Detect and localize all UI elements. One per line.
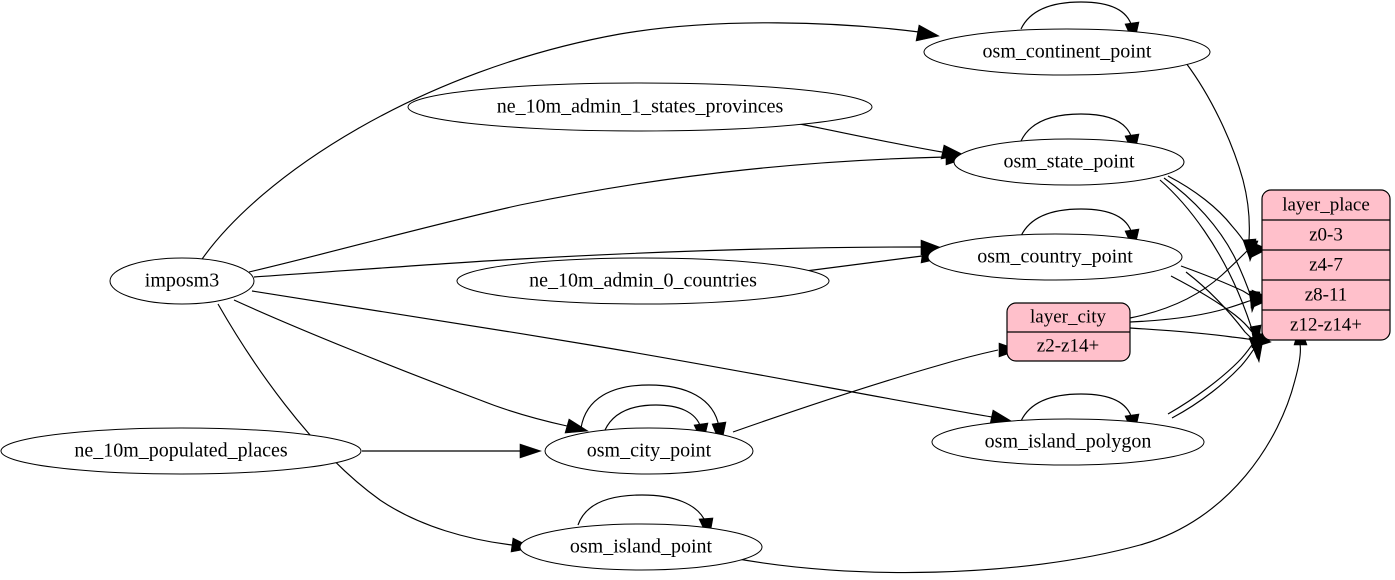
record-node-layer-place-row-z12-z14[interactable]: z12-z14+ xyxy=(1290,314,1362,335)
node-ne-10m-admin-1-states-provinces-label: ne_10m_admin_1_states_provinces xyxy=(497,96,784,118)
node-osm-state-point-shape[interactable] xyxy=(953,138,1185,186)
node-osm-country-point-shape[interactable] xyxy=(927,233,1183,281)
node-osm-state-point-label: osm_state_point xyxy=(1003,151,1135,173)
node-osm-country-point[interactable]: osm_country_point xyxy=(927,233,1183,281)
edge-ne-populated-to-osm-city-point xyxy=(362,443,542,459)
record-node-layer-place-title: layer_place xyxy=(1282,194,1370,215)
node-osm-state-point[interactable]: osm_state_point xyxy=(953,138,1185,186)
node-imposm3-label: imposm3 xyxy=(145,270,219,292)
record-node-layer-place-row-z0-3[interactable]: z0-3 xyxy=(1309,224,1343,245)
node-osm-city-point-shape[interactable] xyxy=(544,427,754,475)
record-node-layer-place[interactable]: layer_place z0-3 z4-7 z8-11 z12-z14+ xyxy=(1261,189,1391,341)
edge-imposm3-to-osm-state-point xyxy=(248,149,968,273)
edge-imposm3-to-osm-continent-point xyxy=(199,22,940,263)
node-osm-continent-point[interactable]: osm_continent_point xyxy=(923,28,1211,76)
node-osm-island-polygon-shape[interactable] xyxy=(931,418,1205,466)
node-osm-island-point-shape[interactable] xyxy=(519,523,763,571)
record-node-layer-city-title: layer_city xyxy=(1030,306,1106,327)
edge-imposm3-to-osm-city-point xyxy=(233,299,589,434)
record-node-layer-place-row-z8-11[interactable]: z8-11 xyxy=(1305,284,1348,305)
node-ne-10m-admin-1-states-provinces[interactable]: ne_10m_admin_1_states_provinces xyxy=(407,82,873,132)
node-ne-10m-admin-1-states-provinces-shape[interactable] xyxy=(407,82,873,132)
edge-imposm3-to-osm-island-polygon xyxy=(251,290,1014,425)
node-ne-10m-populated-places-label: ne_10m_populated_places xyxy=(74,440,287,462)
node-osm-country-point-label: osm_country_point xyxy=(977,246,1133,268)
node-imposm3[interactable]: imposm3 xyxy=(109,257,255,305)
node-osm-island-polygon-label: osm_island_polygon xyxy=(985,431,1152,453)
edge-osm-city-point-to-layer-city xyxy=(732,342,1020,433)
node-ne-10m-populated-places[interactable]: ne_10m_populated_places xyxy=(0,427,362,475)
node-osm-island-polygon[interactable]: osm_island_polygon xyxy=(931,418,1205,466)
node-ne-10m-admin-0-countries[interactable]: ne_10m_admin_0_countries xyxy=(456,257,830,305)
edge-ne-states-to-osm-state-point xyxy=(794,122,965,160)
node-osm-island-point[interactable]: osm_island_point xyxy=(519,523,763,571)
edge-osm-continent-point-to-layer-place xyxy=(1185,62,1257,261)
record-node-layer-city[interactable]: layer_city z2-z14+ xyxy=(1006,302,1131,362)
node-osm-continent-point-shape[interactable] xyxy=(923,28,1211,76)
node-ne-10m-admin-0-countries-shape[interactable] xyxy=(456,257,830,305)
node-ne-10m-populated-places-shape[interactable] xyxy=(0,427,362,475)
node-imposm3-shape[interactable] xyxy=(109,257,255,305)
record-node-layer-city-row-z2-z14[interactable]: z2-z14+ xyxy=(1037,335,1099,356)
node-osm-city-point-label: osm_city_point xyxy=(587,440,712,462)
record-node-layer-place-box[interactable] xyxy=(1261,189,1391,341)
node-osm-island-point-label: osm_island_point xyxy=(570,536,713,558)
node-ne-10m-admin-0-countries-label: ne_10m_admin_0_countries xyxy=(529,270,757,292)
node-osm-continent-point-label: osm_continent_point xyxy=(983,41,1152,63)
edge-imposm3-to-osm-island-point xyxy=(217,303,534,553)
record-node-layer-place-row-z4-7[interactable]: z4-7 xyxy=(1309,254,1343,275)
edge-osm-island-polygon-to-layer-place xyxy=(1167,335,1264,419)
node-osm-city-point[interactable]: osm_city_point xyxy=(544,427,754,475)
